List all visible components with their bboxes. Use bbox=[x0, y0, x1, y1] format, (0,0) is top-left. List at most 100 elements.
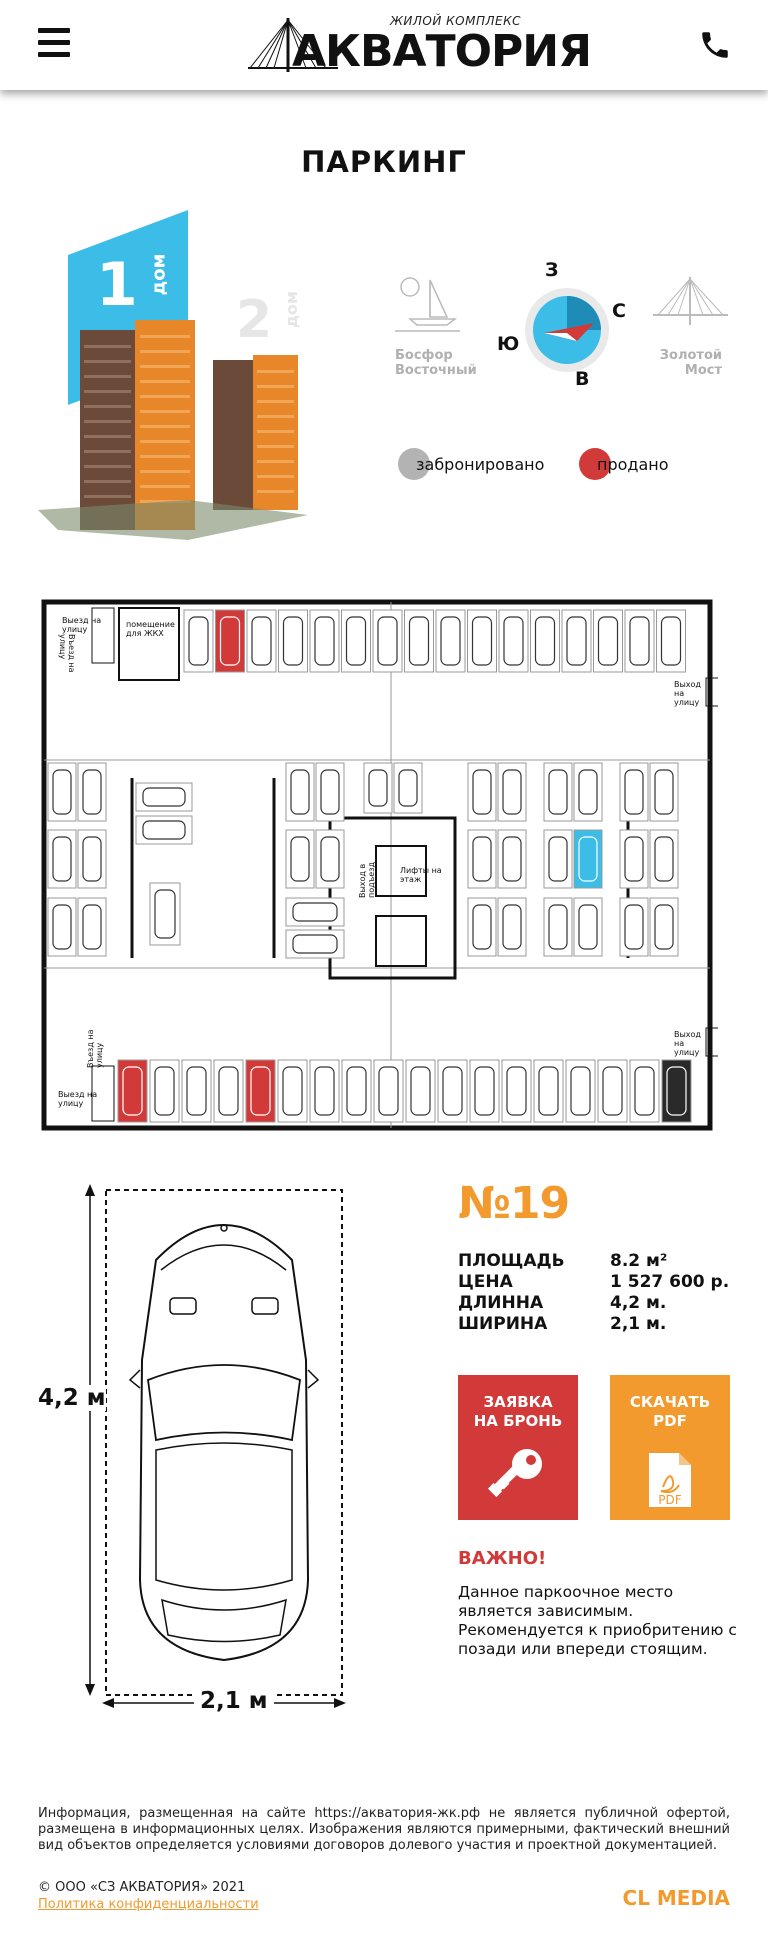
developer-brand-link[interactable]: CL MEDIA bbox=[622, 1886, 730, 1910]
parking-spot-bottom-17[interactable] bbox=[629, 1059, 660, 1123]
parking-spot-bottom-13[interactable] bbox=[501, 1059, 532, 1123]
parking-spot-bottom-6[interactable] bbox=[277, 1059, 308, 1123]
parking-spot-core-2[interactable] bbox=[393, 762, 423, 814]
parking-spot-center-1[interactable] bbox=[285, 762, 315, 822]
parking-plan: Выезд на улицу Въезд на улицу помещение … bbox=[38, 598, 721, 1134]
parking-spot-bottom-12[interactable] bbox=[469, 1059, 500, 1123]
parking-spot-top-10[interactable] bbox=[467, 609, 497, 673]
plan-label-exit-street-br: Выход на улицу bbox=[674, 1030, 701, 1057]
parking-spot-right-15[interactable] bbox=[543, 897, 573, 957]
parking-spot-right-17[interactable] bbox=[619, 897, 649, 957]
parking-spot-top-11[interactable] bbox=[498, 609, 529, 673]
tower-1-label[interactable]: 1 дом bbox=[96, 250, 185, 320]
parking-spot-top-12[interactable] bbox=[530, 609, 560, 673]
parking-spot-bottom-18[interactable] bbox=[661, 1059, 692, 1123]
pdf-button-line-2: PDF bbox=[653, 1412, 687, 1430]
parking-spot-top-9[interactable] bbox=[435, 609, 466, 673]
parking-spot-right-10[interactable] bbox=[573, 829, 603, 889]
parking-spot-top-15[interactable] bbox=[624, 609, 655, 673]
car-length-label: 4,2 м bbox=[38, 1385, 106, 1411]
parking-spot-inner-left-3[interactable] bbox=[149, 882, 181, 946]
spec-width-label: ШИРИНА bbox=[458, 1314, 548, 1334]
compass-east: С bbox=[612, 300, 626, 322]
parking-spot-top-1[interactable] bbox=[183, 609, 214, 673]
parking-spot-bottom-4[interactable] bbox=[213, 1059, 244, 1123]
parking-spot-right-14[interactable] bbox=[497, 897, 527, 957]
car-width-label: 2,1 м bbox=[194, 1688, 274, 1714]
parking-spot-top-7[interactable] bbox=[372, 609, 403, 673]
tower-2-label[interactable]: 2 дом bbox=[236, 290, 315, 350]
parking-spot-top-13[interactable] bbox=[561, 609, 592, 673]
parking-spot-left-6[interactable] bbox=[77, 897, 107, 957]
legend-reserved: забронировано bbox=[398, 448, 544, 480]
left-direction-label: Босфор Восточный bbox=[395, 348, 477, 378]
parking-spot-center-4[interactable] bbox=[315, 829, 345, 889]
parking-spot-bottom-7[interactable] bbox=[309, 1059, 340, 1123]
parking-spot-bottom-5[interactable] bbox=[245, 1059, 276, 1123]
important-text: Данное паркоочное место является зависим… bbox=[458, 1583, 737, 1658]
parking-spot-right-8[interactable] bbox=[497, 829, 527, 889]
parking-spot-left-4[interactable] bbox=[77, 829, 107, 889]
parking-spot-bottom-1[interactable] bbox=[117, 1059, 148, 1123]
phone-icon[interactable] bbox=[698, 28, 732, 62]
parking-spot-right-9[interactable] bbox=[543, 829, 573, 889]
footer-disclaimer: Информация, размещенная на сайте https:/… bbox=[38, 1806, 730, 1853]
parking-spot-top-2[interactable] bbox=[215, 609, 245, 673]
parking-spot-center-2[interactable] bbox=[315, 762, 345, 822]
parking-spot-right-12[interactable] bbox=[649, 829, 679, 889]
parking-spot-top-16[interactable] bbox=[656, 609, 686, 673]
parking-spot-right-16[interactable] bbox=[573, 897, 603, 957]
spec-area-value: 8.2 м² bbox=[610, 1251, 668, 1271]
privacy-policy-link[interactable]: Политика конфиденциальности bbox=[38, 1897, 259, 1912]
parking-spot-right-6[interactable] bbox=[649, 762, 679, 822]
building-selector: 1 дом 2 дом bbox=[38, 210, 338, 550]
parking-spot-inner-left-1[interactable] bbox=[135, 782, 193, 812]
parking-spot-left-3[interactable] bbox=[47, 829, 77, 889]
site-logo[interactable]: ЖИЛОЙ КОМПЛЕКС АКВАТОРИЯ bbox=[248, 10, 592, 78]
parking-spot-left-5[interactable] bbox=[47, 897, 77, 957]
parking-spot-right-1[interactable] bbox=[467, 762, 497, 822]
parking-spot-right-2[interactable] bbox=[497, 762, 527, 822]
parking-spot-inner-left-2[interactable] bbox=[135, 815, 193, 845]
parking-spot-center-h-2[interactable] bbox=[285, 929, 345, 959]
compass-south: В bbox=[575, 368, 590, 390]
parking-spot-center-h-1[interactable] bbox=[285, 897, 345, 927]
parking-spot-left-1[interactable] bbox=[47, 762, 77, 822]
parking-spot-right-5[interactable] bbox=[619, 762, 649, 822]
parking-spot-bottom-11[interactable] bbox=[437, 1059, 468, 1123]
parking-spot-top-14[interactable] bbox=[593, 609, 623, 673]
parking-spot-core-1[interactable] bbox=[363, 762, 393, 814]
parking-spot-top-4[interactable] bbox=[278, 609, 308, 673]
parking-spot-bottom-3[interactable] bbox=[181, 1059, 212, 1123]
parking-spot-bottom-14[interactable] bbox=[533, 1059, 564, 1123]
parking-spot-bottom-16[interactable] bbox=[597, 1059, 628, 1123]
parking-spot-bottom-2[interactable] bbox=[149, 1059, 180, 1123]
footer-copyright: © ООО «СЗ АКВАТОРИЯ» 2021 bbox=[38, 1880, 246, 1895]
parking-spot-bottom-8[interactable] bbox=[341, 1059, 372, 1123]
parking-spot-right-11[interactable] bbox=[619, 829, 649, 889]
tower-2[interactable] bbox=[213, 355, 298, 510]
bridge-logo-icon bbox=[248, 18, 338, 72]
parking-spot-right-7[interactable] bbox=[467, 829, 497, 889]
parking-spot-right-3[interactable] bbox=[543, 762, 573, 822]
hamburger-menu-icon[interactable] bbox=[38, 28, 70, 58]
legend-reserved-label: забронировано bbox=[416, 454, 545, 474]
parking-spot-top-3[interactable] bbox=[246, 609, 277, 673]
site-header: ЖИЛОЙ КОМПЛЕКС АКВАТОРИЯ bbox=[0, 0, 768, 90]
parking-spot-right-13[interactable] bbox=[467, 897, 497, 957]
pdf-button-line-1: СКАЧАТЬ bbox=[629, 1393, 711, 1411]
parking-spot-center-3[interactable] bbox=[285, 829, 315, 889]
parking-spot-top-6[interactable] bbox=[341, 609, 371, 673]
parking-spot-bottom-9[interactable] bbox=[373, 1059, 404, 1123]
tower-1[interactable] bbox=[80, 320, 195, 530]
parking-spot-top-5[interactable] bbox=[309, 609, 340, 673]
compass-icon bbox=[525, 288, 609, 372]
parking-spot-bottom-10[interactable] bbox=[405, 1059, 436, 1123]
parking-spot-top-8[interactable] bbox=[404, 609, 434, 673]
parking-spot-right-18[interactable] bbox=[649, 897, 679, 957]
parking-spot-left-2[interactable] bbox=[77, 762, 107, 822]
parking-spot-bottom-15[interactable] bbox=[565, 1059, 596, 1123]
parking-spot-right-4[interactable] bbox=[573, 762, 603, 822]
